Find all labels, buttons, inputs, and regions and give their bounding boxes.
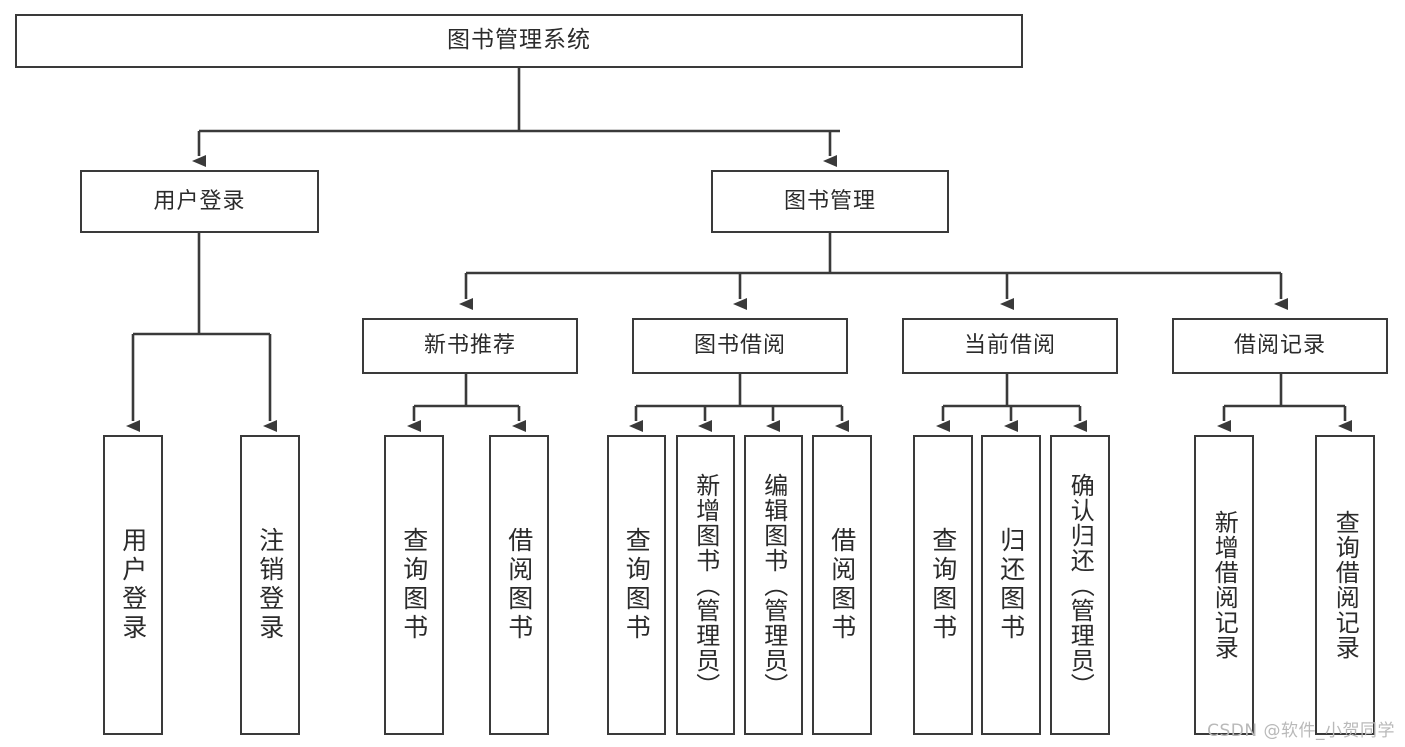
node-current[interactable]: 当前借阅 — [902, 318, 1118, 374]
node-leaf-query-book-3-label: 查询图书 — [928, 527, 958, 643]
node-leaf-edit-book-admin-label: 编辑图书（管理员） — [759, 472, 788, 698]
node-root[interactable]: 图书管理系统 — [15, 14, 1023, 68]
node-leaf-query-record[interactable]: 查询借阅记录 — [1315, 435, 1375, 735]
node-record-label: 借阅记录 — [1233, 333, 1326, 359]
node-bookmgmt-label: 图书管理 — [783, 188, 876, 214]
node-leaf-query-book-2-label: 查询图书 — [622, 527, 652, 643]
node-leaf-add-book-admin-label: 新增图书（管理员） — [691, 472, 720, 698]
node-leaf-borrow-book-1[interactable]: 借阅图书 — [489, 435, 549, 735]
node-leaf-query-book-3[interactable]: 查询图书 — [913, 435, 973, 735]
node-borrow-label: 图书借阅 — [693, 333, 786, 359]
node-current-label: 当前借阅 — [963, 333, 1056, 359]
node-leaf-logout-label: 注销登录 — [255, 527, 285, 643]
node-leaf-user-login-label: 用户登录 — [118, 527, 148, 643]
node-leaf-logout[interactable]: 注销登录 — [240, 435, 300, 735]
node-leaf-add-book-admin[interactable]: 新增图书（管理员） — [676, 435, 735, 735]
node-leaf-edit-book-admin[interactable]: 编辑图书（管理员） — [744, 435, 803, 735]
node-login[interactable]: 用户登录 — [80, 170, 319, 233]
node-bookmgmt[interactable]: 图书管理 — [711, 170, 949, 233]
node-leaf-return-book[interactable]: 归还图书 — [981, 435, 1041, 735]
node-leaf-user-login[interactable]: 用户登录 — [103, 435, 163, 735]
node-leaf-borrow-book-2[interactable]: 借阅图书 — [812, 435, 872, 735]
node-leaf-confirm-return-admin-label: 确认归还（管理员） — [1066, 472, 1095, 698]
node-root-label: 图书管理系统 — [447, 27, 591, 54]
node-leaf-borrow-book-1-label: 借阅图书 — [504, 527, 534, 643]
node-newbook[interactable]: 新书推荐 — [362, 318, 578, 374]
node-leaf-add-record-label: 新增借阅记录 — [1210, 510, 1239, 660]
node-borrow[interactable]: 图书借阅 — [632, 318, 848, 374]
node-leaf-confirm-return-admin[interactable]: 确认归还（管理员） — [1050, 435, 1110, 735]
node-newbook-label: 新书推荐 — [423, 333, 516, 359]
node-leaf-query-book-1-label: 查询图书 — [399, 527, 429, 643]
node-leaf-borrow-book-2-label: 借阅图书 — [827, 527, 857, 643]
node-leaf-return-book-label: 归还图书 — [996, 527, 1026, 643]
node-leaf-add-record[interactable]: 新增借阅记录 — [1194, 435, 1254, 735]
node-leaf-query-book-2[interactable]: 查询图书 — [607, 435, 666, 735]
node-record[interactable]: 借阅记录 — [1172, 318, 1388, 374]
node-leaf-query-record-label: 查询借阅记录 — [1331, 510, 1360, 660]
node-leaf-query-book-1[interactable]: 查询图书 — [384, 435, 444, 735]
node-login-label: 用户登录 — [153, 188, 246, 214]
